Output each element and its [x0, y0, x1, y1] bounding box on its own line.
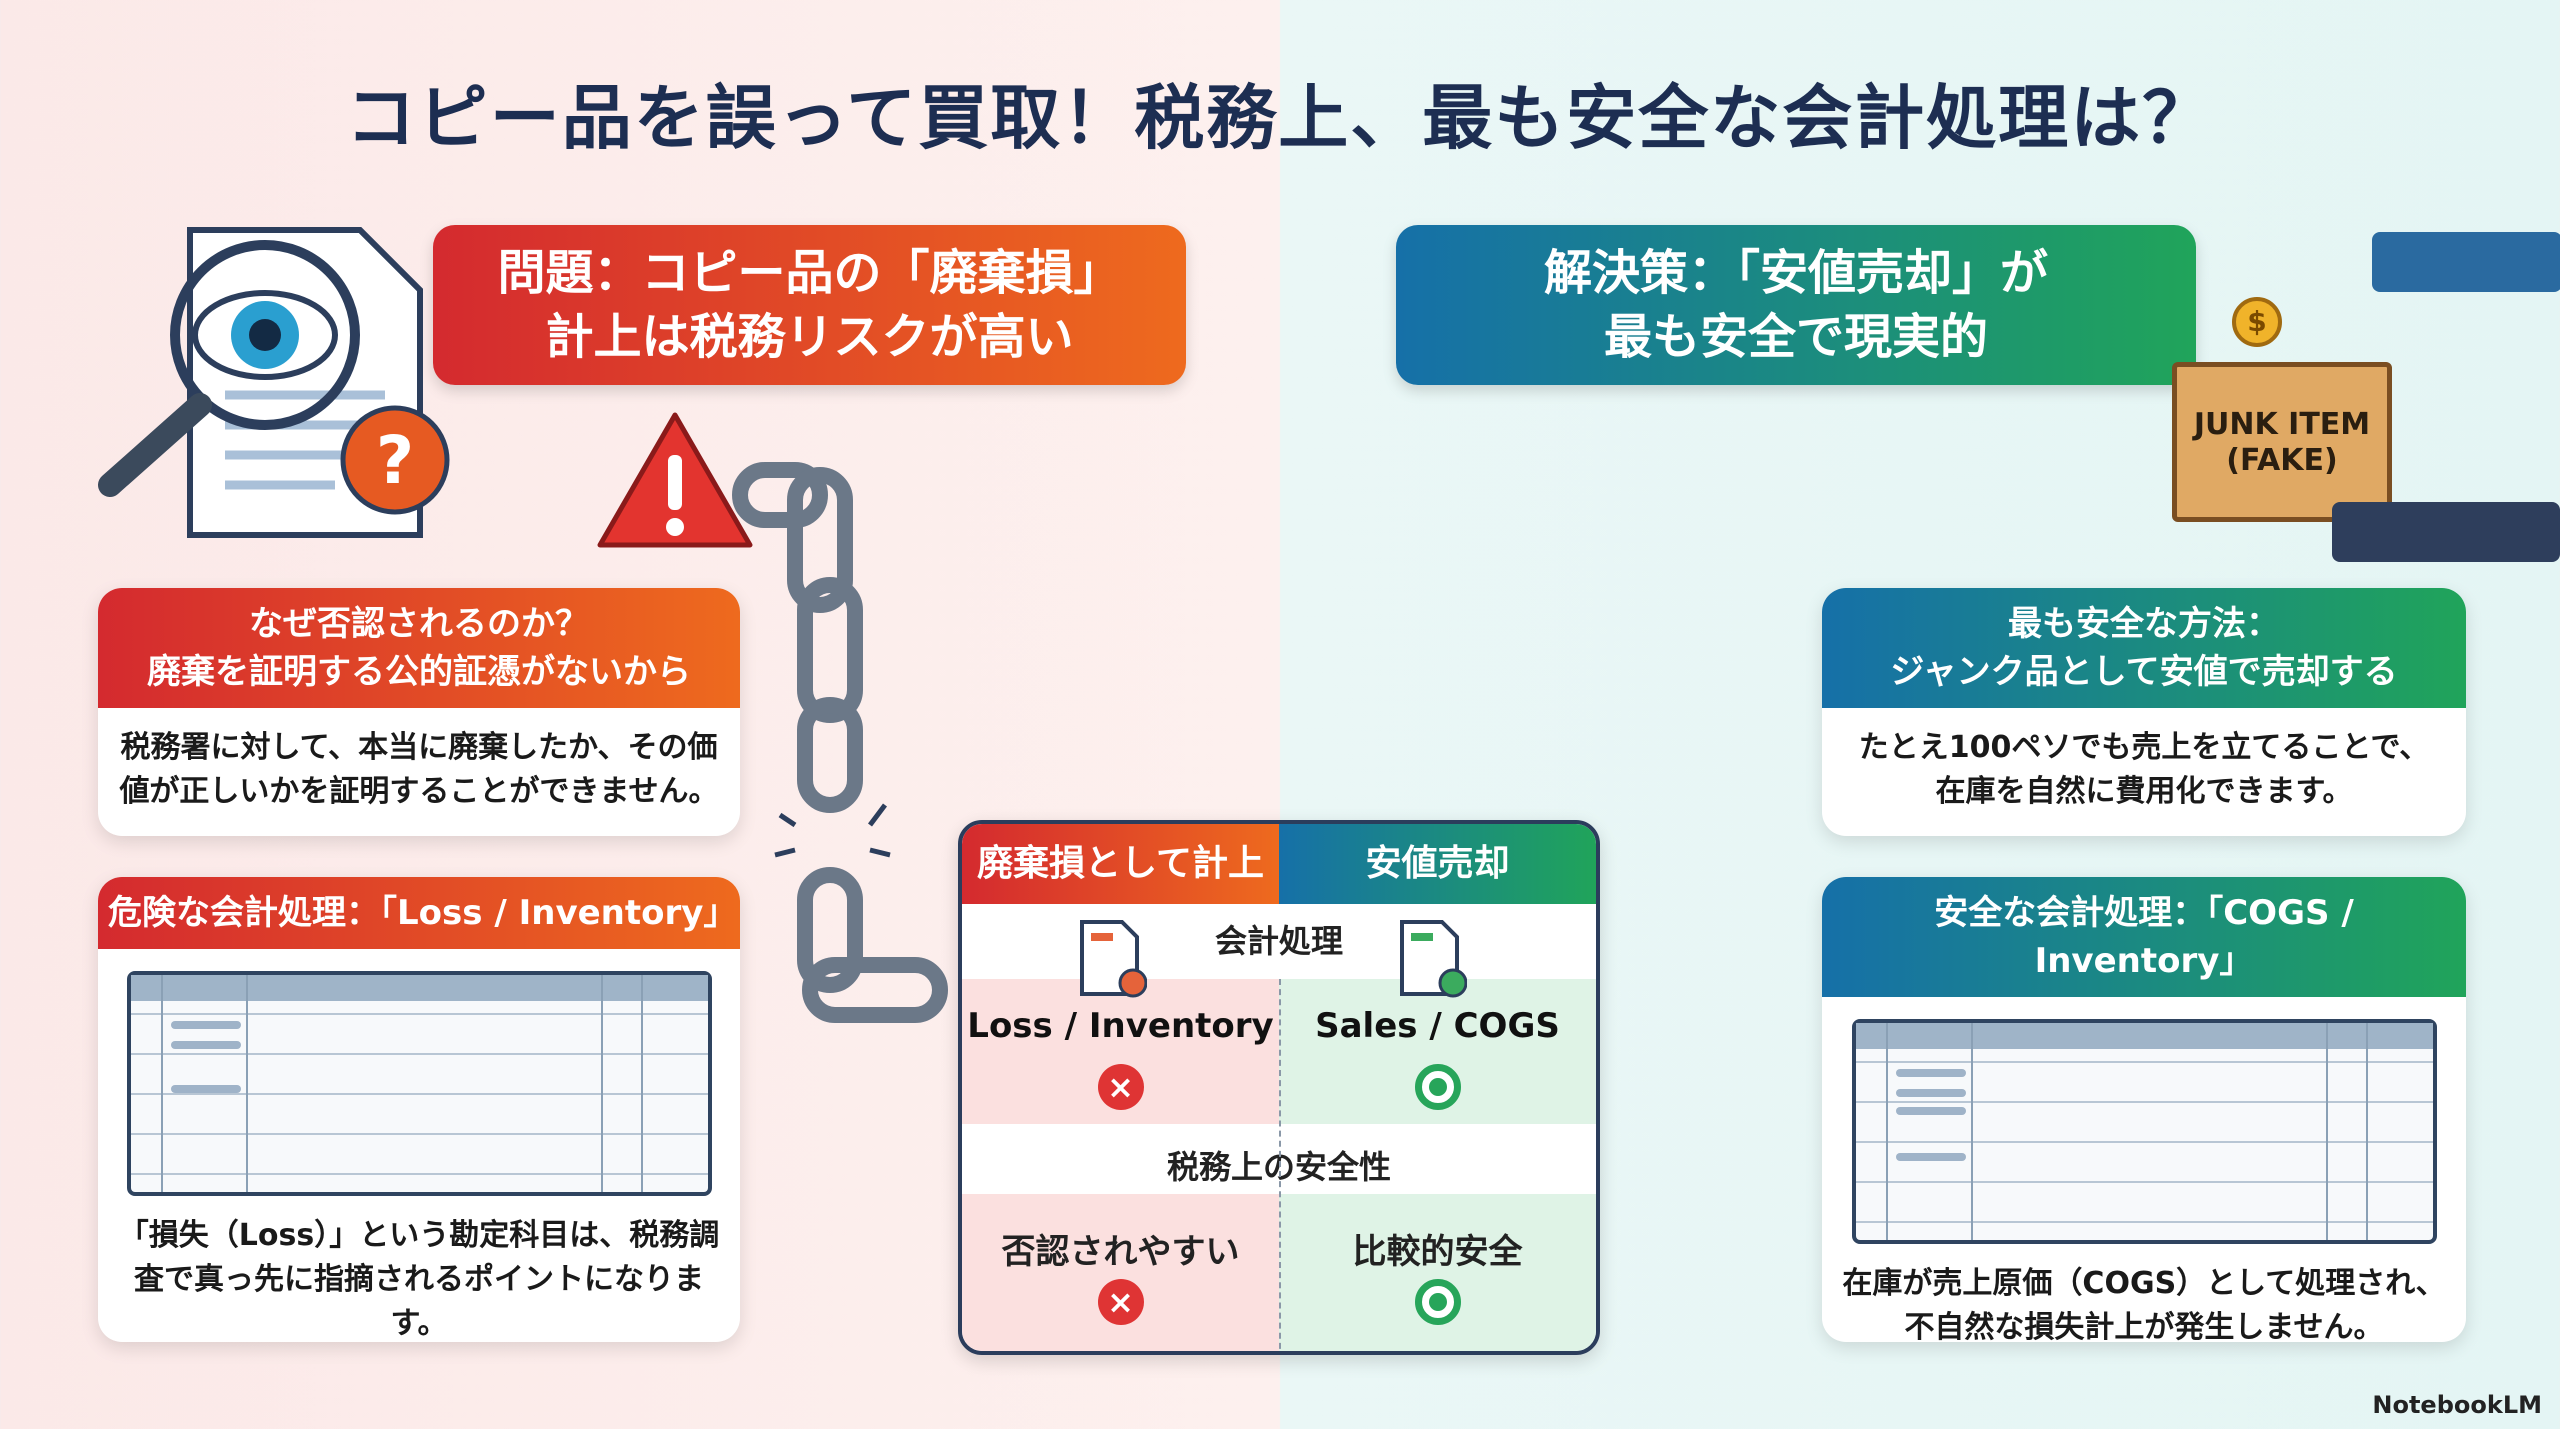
card-heading: 最も安全な方法： [2008, 604, 2280, 644]
card-body: 在庫を自然に費用化できます。 [1935, 774, 2353, 809]
solution-line2: 最も安全で現実的 [1603, 309, 1988, 365]
card-body: 税務署に対して、本当に廃棄したか、その価 [120, 730, 718, 765]
safest-method-card: 最も安全な方法： ジャンク品として安値で売却する たとえ100ペソでも売上を立てる… [1822, 588, 2466, 836]
solution-banner: 解決策：「安値売却」が 最も安全で現実的 [1396, 225, 2196, 385]
row-label-tax-safety: 税務上の安全性 [1166, 1148, 1391, 1186]
card-heading: ジャンク品として安値で売却する [1890, 652, 2398, 692]
svg-text:?: ? [376, 422, 414, 499]
circle-mark-icon [1414, 1279, 1461, 1325]
ledger-illustration [126, 971, 712, 1196]
box-label: (FAKE) [2226, 443, 2338, 478]
coin-icon: $ [2232, 297, 2282, 347]
disposal-safety: 否認されやすい [1001, 1232, 1240, 1272]
col-header-sale: 安値売却 [1279, 824, 1596, 904]
problem-line2: 計上は税務リスクが高い [545, 309, 1074, 365]
box-label: JUNK ITEM [2193, 407, 2371, 442]
junk-box-illustration: $ JUNK ITEM(FAKE) [2172, 212, 2560, 588]
document-check-icon [1400, 920, 1467, 998]
page-title: コピー品を誤って買取！税務上、最も安全な会計処理は？ [345, 77, 2215, 159]
card-heading: 危険な会計処理：「Loss / Inventory」 [98, 877, 740, 949]
broken-chain-icon [597, 412, 948, 1023]
magnifier-document-icon: ? [98, 227, 450, 538]
card-body: たとえ100ペソでも売上を立てることで、 [1858, 730, 2430, 765]
circle-mark-icon [1414, 1064, 1461, 1110]
col-header-disposal: 廃棄損として計上 [962, 824, 1279, 904]
card-body: 「損失（Loss）」という勘定科目は、税務調 [118, 1218, 720, 1253]
problem-banner: 問題：コピー品の「廃棄損」 計上は税務リスクが高い [433, 225, 1186, 385]
notebooklm-watermark: NotebookLM [2372, 1391, 2542, 1419]
document-error-icon [1080, 920, 1147, 998]
sale-safety: 比較的安全 [1352, 1232, 1523, 1272]
card-body: 査で真っ先に指摘されるポイントになります。 [134, 1262, 704, 1341]
dangerous-accounting-card: 危険な会計処理：「Loss / Inventory」 「損失（Loss）」という… [98, 877, 740, 1342]
problem-line1: 問題：コピー品の「廃棄損」 [497, 245, 1122, 301]
card-heading: 廃棄を証明する公的証憑がないから [147, 652, 691, 692]
safe-accounting-card: 安全な会計処理：「COGS / Inventory」 在庫が売上原価（COGS）… [1822, 877, 2466, 1342]
ledger-illustration [1851, 1019, 2437, 1244]
why-denied-card: なぜ否認されるのか？ 廃棄を証明する公的証憑がないから 税務署に対して、本当に廃棄… [98, 588, 740, 836]
card-body: 値が正しいかを証明することができません。 [119, 774, 719, 809]
card-body: 在庫が売上原価（COGS）として処理され、 [1842, 1266, 2446, 1301]
solution-line1: 解決策：「安値売却」が [1543, 245, 2048, 301]
x-mark-icon: × [1097, 1064, 1144, 1110]
x-mark-icon: × [1097, 1279, 1144, 1325]
comparison-table: 廃棄損として計上 安値売却 会計処理 Loss / Inventory Sale… [958, 820, 1600, 1355]
card-heading: なぜ否認されるのか？ [249, 604, 589, 644]
card-body: 不自然な損失計上が発生しません。 [1904, 1310, 2384, 1342]
row-label-accounting: 会計処理 [1214, 922, 1343, 960]
disposal-entry: Loss / Inventory [967, 1006, 1274, 1046]
card-heading: 安全な会計処理：「COGS / Inventory」 [1822, 877, 2466, 997]
sale-entry: Sales / COGS [1315, 1006, 1560, 1046]
